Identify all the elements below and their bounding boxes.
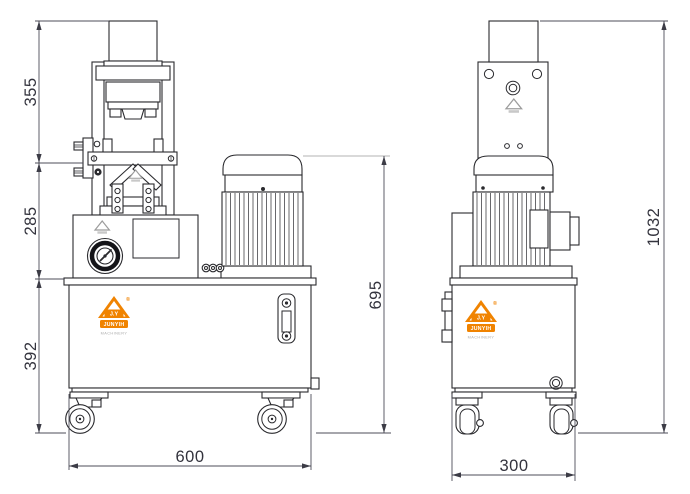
dim-motor-height: 695	[367, 156, 387, 433]
cowl-bolt	[261, 187, 265, 191]
guide-block-left	[102, 138, 113, 154]
oil-tank-front	[63, 277, 320, 393]
caster-lock	[91, 399, 102, 408]
bolt-upper	[73, 141, 84, 151]
drain-tab	[310, 377, 320, 390]
bolt-hole-left	[483, 68, 495, 80]
pin-hole	[93, 140, 101, 148]
column-body	[477, 61, 549, 159]
caster-front-left	[65, 391, 109, 434]
frame-column-right	[161, 61, 175, 216]
hydraulic-fittings	[201, 263, 225, 273]
lower-die-assembly	[99, 183, 167, 217]
dim-label-600: 600	[175, 448, 204, 466]
cylinder-block	[488, 20, 539, 63]
tank-base-strip	[454, 387, 573, 393]
fan-cowl	[473, 155, 554, 176]
bolt-hole-right	[531, 68, 543, 80]
control-unit	[72, 214, 199, 279]
side-tab-lower	[441, 329, 453, 343]
fan-cowl	[222, 154, 303, 176]
front-view	[63, 20, 320, 434]
frame-column-left	[91, 61, 105, 216]
caster-plate	[261, 391, 301, 399]
oil-tank-side	[441, 277, 578, 393]
caster-plate	[69, 391, 109, 399]
dim-label-300: 300	[499, 457, 528, 475]
caster-side-left	[451, 391, 484, 435]
tank-rim	[449, 277, 578, 286]
dim-label-285: 285	[22, 206, 40, 235]
lock-lever	[570, 419, 578, 427]
punch-tip	[121, 108, 145, 120]
die-holder-right	[142, 183, 155, 214]
ram-plate	[107, 101, 159, 110]
side-tab-upper	[441, 298, 453, 312]
drain-port-inner	[551, 378, 561, 388]
port-outer	[505, 80, 521, 96]
dimension-annotations: 355 285 392 600 695 300	[22, 20, 668, 481]
press-frame	[91, 20, 175, 216]
cylinder-block	[108, 20, 158, 62]
die-block-left	[109, 108, 122, 118]
junction-box	[549, 211, 571, 251]
bolt-lower	[73, 167, 84, 177]
dim-front-width: 600	[69, 448, 311, 469]
caster-plate	[545, 391, 577, 399]
pin-hole	[517, 143, 523, 149]
motor-side	[451, 155, 580, 279]
caster-swivel	[455, 397, 479, 406]
ram-block	[105, 81, 161, 103]
control-panel	[132, 218, 180, 259]
press-column-side	[477, 20, 549, 159]
motor-base	[459, 265, 573, 279]
guide-block-right	[153, 138, 164, 154]
caster-front-right	[257, 391, 301, 434]
die-block-right	[144, 108, 157, 118]
tank-rim	[63, 277, 317, 286]
dim-label-355: 355	[22, 77, 40, 106]
dim-side-width: 300	[452, 457, 575, 478]
tank-base-strip	[71, 387, 309, 393]
latch-handle	[277, 293, 296, 344]
side-view	[441, 20, 580, 435]
cowl-bolt	[481, 186, 485, 190]
dim-label-1032: 1032	[645, 208, 663, 247]
pin-hole	[504, 143, 510, 149]
worktable	[87, 151, 178, 166]
caster-side-right	[545, 391, 578, 435]
cowl-bolt	[541, 186, 545, 190]
drain-port-outer	[549, 376, 563, 390]
junction-cap	[569, 216, 580, 246]
caster-lock	[283, 399, 294, 408]
port-inner	[508, 83, 518, 93]
pressure-gauge	[86, 237, 124, 275]
lock-lever	[476, 419, 484, 427]
motor-body	[221, 191, 304, 267]
die-holder-left	[111, 183, 124, 214]
tank-body	[68, 284, 312, 389]
table-bar	[87, 151, 178, 166]
motor-front	[201, 154, 312, 279]
dim-label-695: 695	[367, 280, 385, 309]
dim-overall-height: 1032	[645, 21, 667, 433]
top-crossbar	[95, 65, 171, 81]
dim-label-392: 392	[22, 341, 40, 370]
motor-plinth	[220, 265, 312, 279]
dim-front-heights: 355 285 392	[22, 21, 42, 433]
caster-plate	[451, 391, 483, 399]
fan-band	[475, 174, 554, 193]
cooling-fins	[225, 193, 299, 265]
caster-swivel	[549, 397, 573, 406]
terminal-box	[529, 209, 549, 249]
